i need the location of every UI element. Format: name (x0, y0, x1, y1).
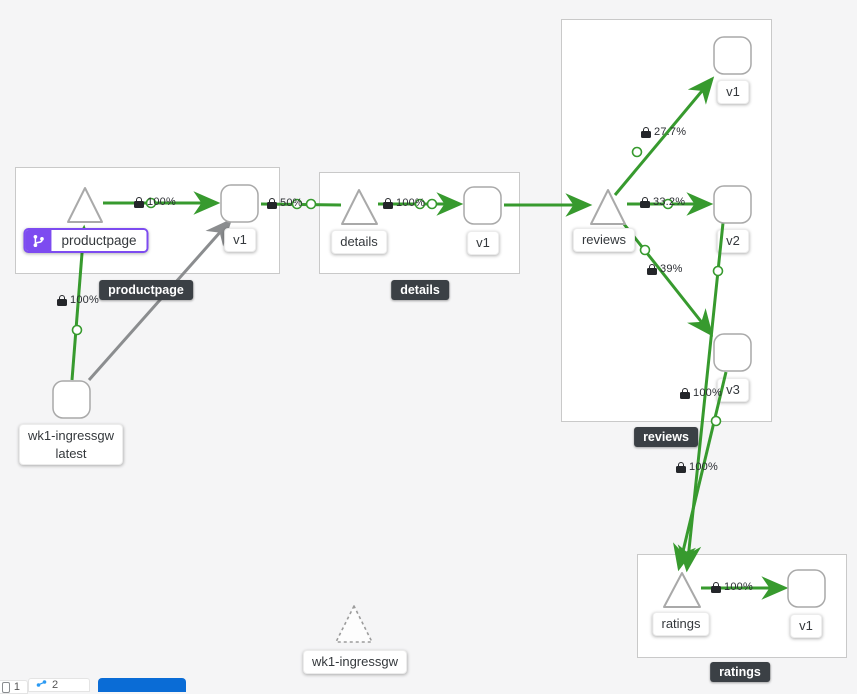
traffic-dot (305, 198, 317, 210)
traffic-dot (662, 198, 674, 210)
mtls-lock-icon (711, 581, 721, 593)
node-reviews-v2[interactable] (713, 185, 752, 224)
traffic-dot (426, 198, 438, 210)
group-badge-ratings[interactable]: ratings (710, 662, 770, 682)
mtls-lock-icon (676, 461, 686, 473)
mtls-lock-icon (134, 196, 144, 208)
node-ratings-service[interactable] (663, 572, 701, 608)
edge-label-v2-ratings: 100% (676, 461, 718, 473)
node-label-details-v1[interactable]: v1 (467, 231, 499, 255)
edge-label-reviews-v2: 33.2% (640, 196, 685, 208)
node-productpage-service[interactable] (67, 187, 103, 223)
node-label-ratings-v1[interactable]: v1 (790, 614, 822, 638)
node-label-reviews[interactable]: reviews (572, 228, 636, 252)
traffic-dot (712, 265, 724, 277)
traffic-dot (631, 146, 643, 158)
toolbar-node-count[interactable]: 1 (0, 680, 28, 694)
node-ratings-v1[interactable] (787, 569, 826, 608)
node-ingress-workload[interactable] (52, 380, 91, 419)
edge-v3-to-ratings[interactable] (673, 371, 728, 572)
edge-label-details-v1: 100% (383, 197, 425, 209)
mtls-lock-icon (57, 294, 67, 306)
edge-ingress-to-productpage[interactable] (70, 224, 94, 381)
node-label-details[interactable]: details (331, 230, 387, 254)
app-mini-icon (36, 679, 48, 692)
edge-label-v3-ratings: 100% (680, 387, 722, 399)
edge-label-ingress-productpage: 100% (57, 294, 99, 306)
node-label-ratings[interactable]: ratings (652, 612, 710, 636)
workload-name: wk1-ingressgw (28, 428, 114, 443)
group-badge-details[interactable]: details (391, 280, 449, 300)
node-reviews-v1[interactable] (713, 36, 752, 75)
mtls-lock-icon (680, 387, 690, 399)
edge-label-reviews-v1: 27.7% (641, 126, 686, 138)
virtual-service-icon (25, 230, 52, 251)
node-details-v1[interactable] (463, 186, 502, 225)
edge-label-ratings-v1: 100% (711, 581, 753, 593)
node-label-text: productpage (51, 230, 147, 251)
mtls-lock-icon (640, 196, 650, 208)
edge-ingress-to-productpage-v1[interactable] (87, 218, 233, 381)
node-ingress-service-idle[interactable] (335, 605, 373, 643)
edge-label-reviews-v3: 39% (647, 263, 683, 275)
node-label-ingress-workload[interactable]: wk1-ingressgw latest (19, 424, 123, 466)
node-label-ingress-service[interactable]: wk1-ingressgw (303, 650, 407, 674)
workload-version: latest (55, 445, 87, 461)
node-label-reviews-v1[interactable]: v1 (717, 80, 749, 104)
group-badge-productpage[interactable]: productpage (99, 280, 193, 300)
node-label-reviews-v3[interactable]: v3 (717, 378, 749, 402)
traffic-dot (145, 197, 157, 209)
node-details-service[interactable] (341, 189, 378, 225)
node-label-productpage-selected[interactable]: productpage (23, 228, 149, 253)
mtls-lock-icon (383, 197, 393, 209)
traffic-dot (710, 415, 722, 427)
toolbar-app-count[interactable]: 2 (28, 678, 90, 692)
traffic-dot (639, 244, 651, 256)
mtls-lock-icon (267, 197, 277, 209)
node-reviews-service[interactable] (590, 189, 626, 225)
group-badge-reviews[interactable]: reviews (634, 427, 698, 447)
node-reviews-v3[interactable] (713, 333, 752, 372)
edge-label-productpage-v1: 100% (134, 196, 176, 208)
traffic-dot (291, 198, 303, 210)
mtls-lock-icon (647, 263, 657, 275)
mtls-lock-icon (641, 126, 651, 138)
edge-label-v1-details: 50% (267, 197, 303, 209)
traffic-dot (71, 324, 83, 336)
toolbar-primary-button[interactable] (98, 678, 186, 692)
node-label-productpage-v1[interactable]: v1 (224, 228, 256, 252)
edge-reviews-to-v1[interactable] (613, 76, 715, 196)
node-label-reviews-v2[interactable]: v2 (717, 229, 749, 253)
traffic-dot (414, 198, 426, 210)
node-productpage-v1[interactable] (220, 184, 259, 223)
